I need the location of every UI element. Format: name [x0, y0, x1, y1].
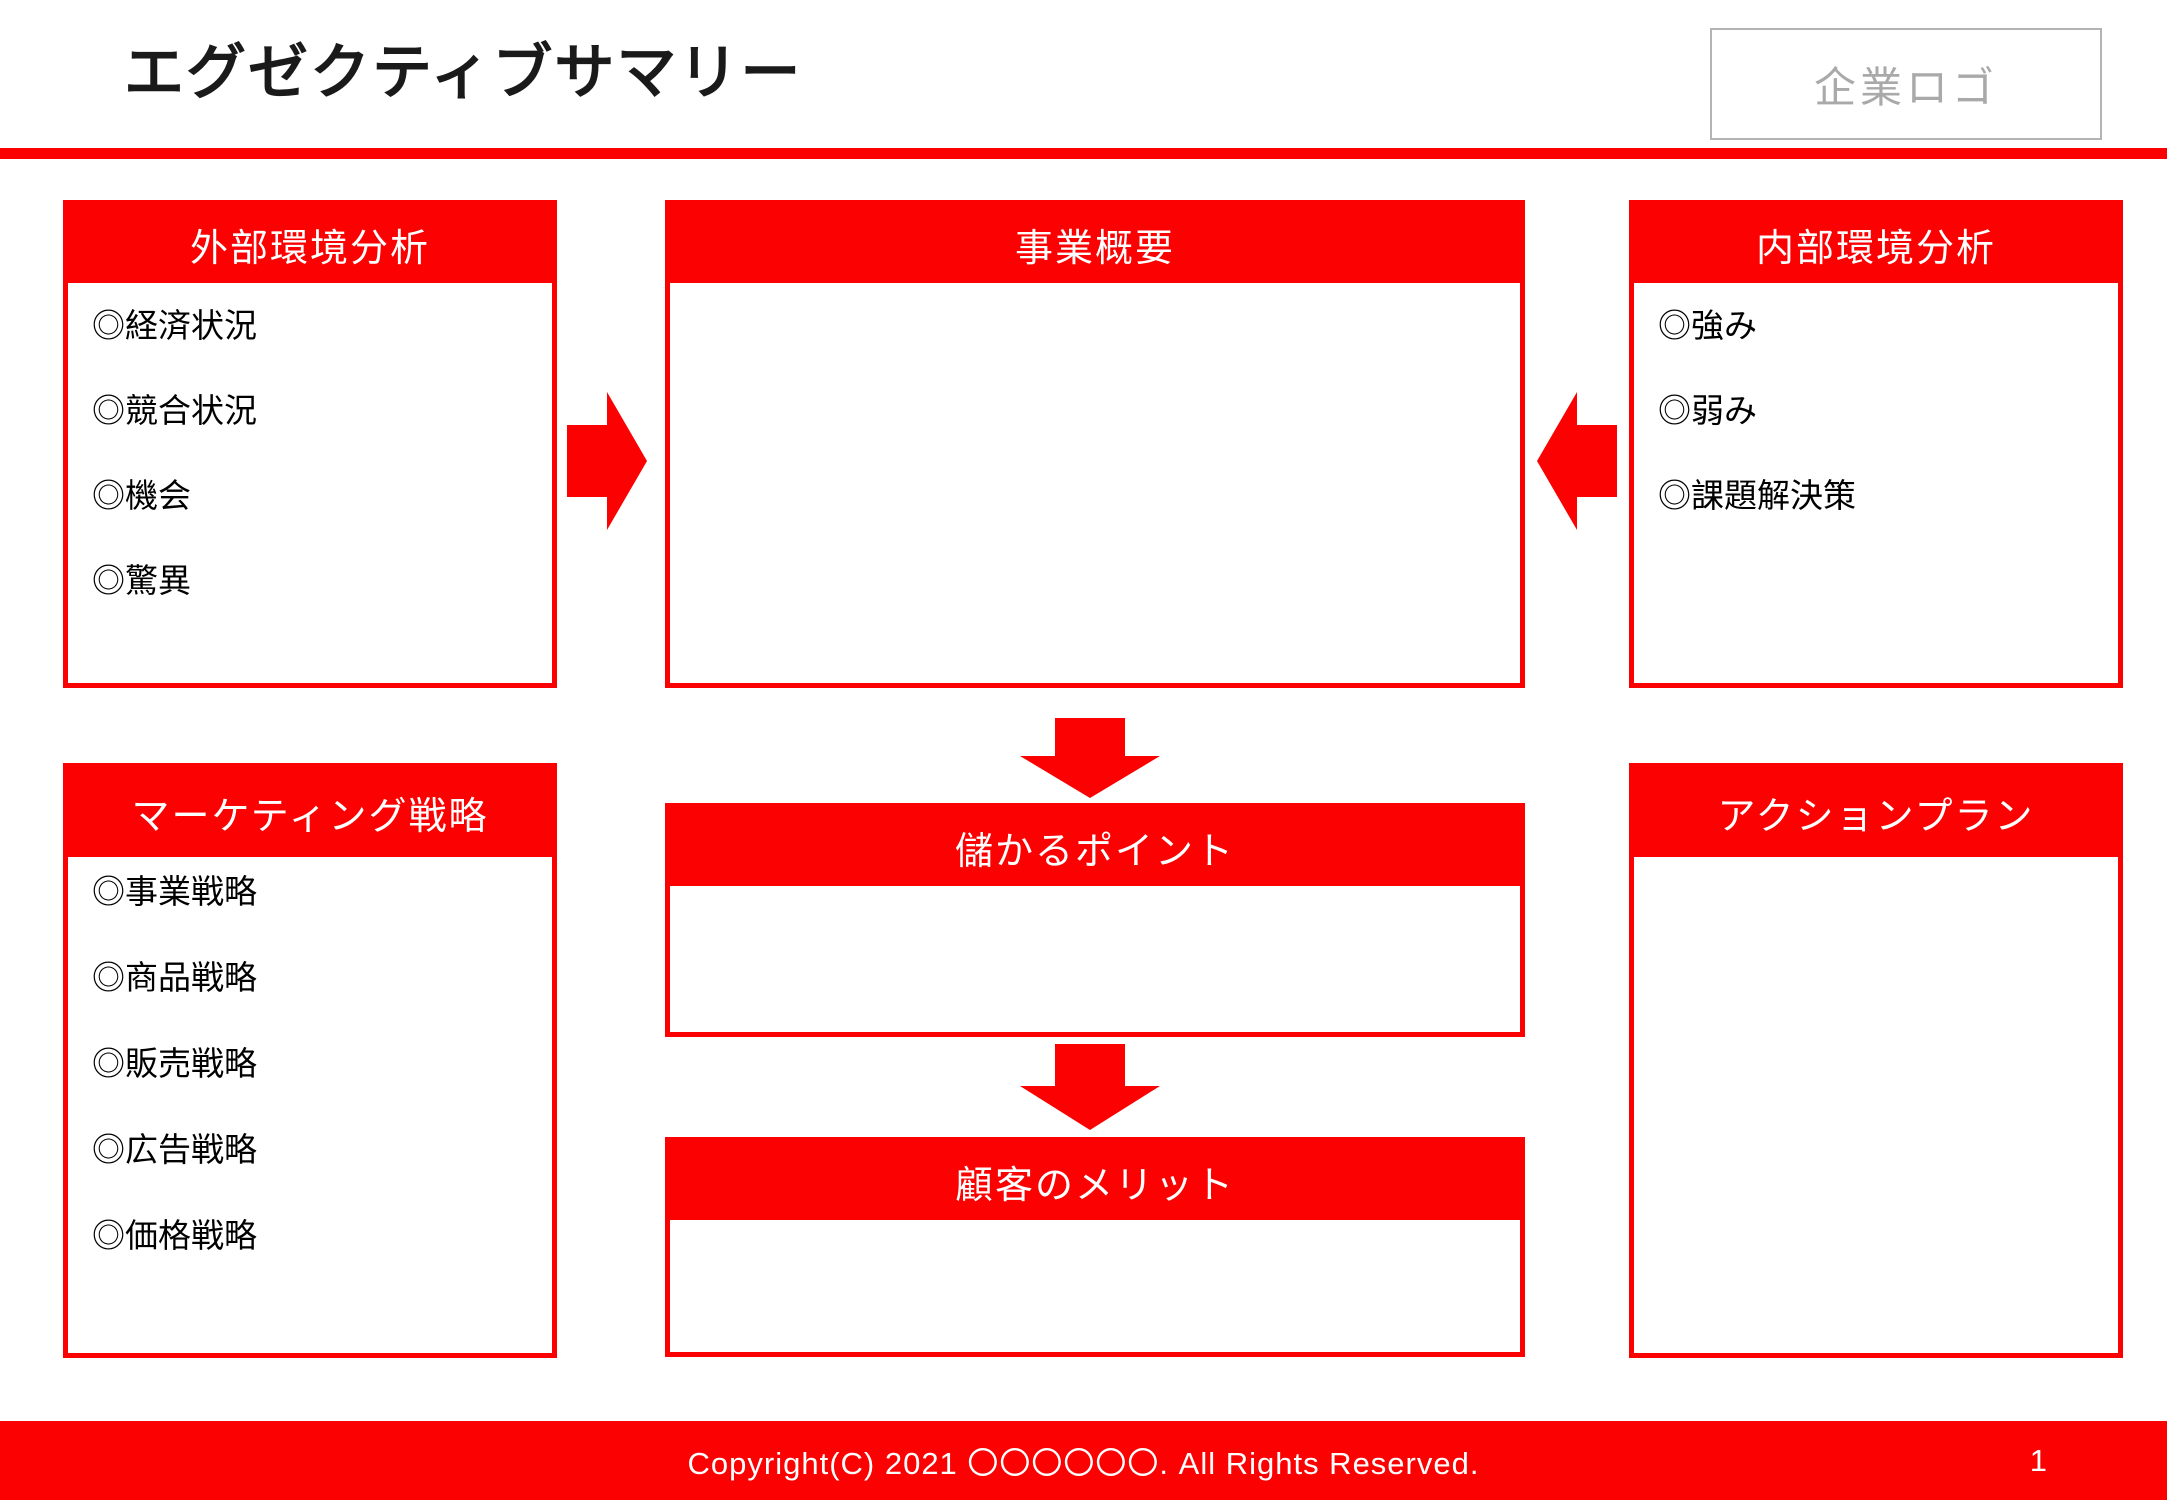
business-overview-body: [670, 283, 1520, 299]
arrow-right-icon: [567, 392, 647, 530]
external-analysis-box: 外部環境分析 ◎経済状況 ◎競合状況 ◎機会 ◎驚異: [63, 200, 557, 688]
internal-analysis-list: ◎強み ◎弱み ◎課題解決策: [1634, 283, 2118, 517]
list-item: ◎課題解決策: [1658, 477, 1856, 514]
company-logo-label: 企業ロゴ: [1813, 63, 1998, 111]
list-item: ◎驚異: [92, 562, 191, 599]
internal-analysis-title: 内部環境分析: [1634, 205, 2118, 283]
customer-merit-title: 顧客のメリット: [670, 1142, 1520, 1220]
list-item: ◎商品戦略: [92, 959, 257, 996]
profit-points-title: 儲かるポイント: [670, 808, 1520, 886]
page-number: 1: [2029, 1442, 2047, 1478]
list-item: ◎競合状況: [92, 392, 257, 429]
customer-merit-body: [670, 1220, 1520, 1236]
internal-analysis-box: 内部環境分析 ◎強み ◎弱み ◎課題解決策: [1629, 200, 2123, 688]
action-plan-title: アクションプラン: [1634, 768, 2118, 857]
customer-merit-box: 顧客のメリット: [665, 1137, 1525, 1357]
business-overview-box: 事業概要: [665, 200, 1525, 688]
action-plan-box: アクションプラン: [1629, 763, 2123, 1358]
external-analysis-title: 外部環境分析: [68, 205, 552, 283]
profit-points-body: [670, 886, 1520, 902]
list-item: ◎価格戦略: [92, 1217, 257, 1254]
profit-points-box: 儲かるポイント: [665, 803, 1525, 1037]
list-item: ◎事業戦略: [92, 873, 257, 910]
arrow-down-icon: [1020, 718, 1160, 798]
list-item: ◎弱み: [1658, 392, 1757, 429]
arrow-down-icon: [1020, 1044, 1160, 1130]
list-item: ◎機会: [92, 477, 191, 514]
list-item: ◎販売戦略: [92, 1045, 257, 1082]
marketing-strategy-box: マーケティング戦略 ◎事業戦略 ◎商品戦略 ◎販売戦略 ◎広告戦略 ◎価格戦略: [63, 763, 557, 1358]
action-plan-body: [1634, 857, 2118, 873]
footer-bar: Copyright(C) 2021 〇〇〇〇〇〇. All Rights Res…: [0, 1421, 2167, 1500]
company-logo-placeholder: 企業ロゴ: [1710, 28, 2102, 140]
copyright-text: Copyright(C) 2021 〇〇〇〇〇〇. All Rights Res…: [687, 1446, 1480, 1481]
list-item: ◎強み: [1658, 307, 1757, 344]
list-item: ◎広告戦略: [92, 1131, 257, 1168]
marketing-strategy-title: マーケティング戦略: [68, 768, 552, 857]
business-overview-title: 事業概要: [670, 205, 1520, 283]
external-analysis-list: ◎経済状況 ◎競合状況 ◎機会 ◎驚異: [68, 283, 552, 602]
list-item: ◎経済状況: [92, 307, 257, 344]
page-title: エグゼクティブサマリー: [124, 39, 803, 106]
marketing-strategy-list: ◎事業戦略 ◎商品戦略 ◎販売戦略 ◎広告戦略 ◎価格戦略: [68, 857, 552, 1257]
title-underline-divider: [0, 148, 2167, 159]
arrow-left-icon: [1537, 392, 1617, 530]
